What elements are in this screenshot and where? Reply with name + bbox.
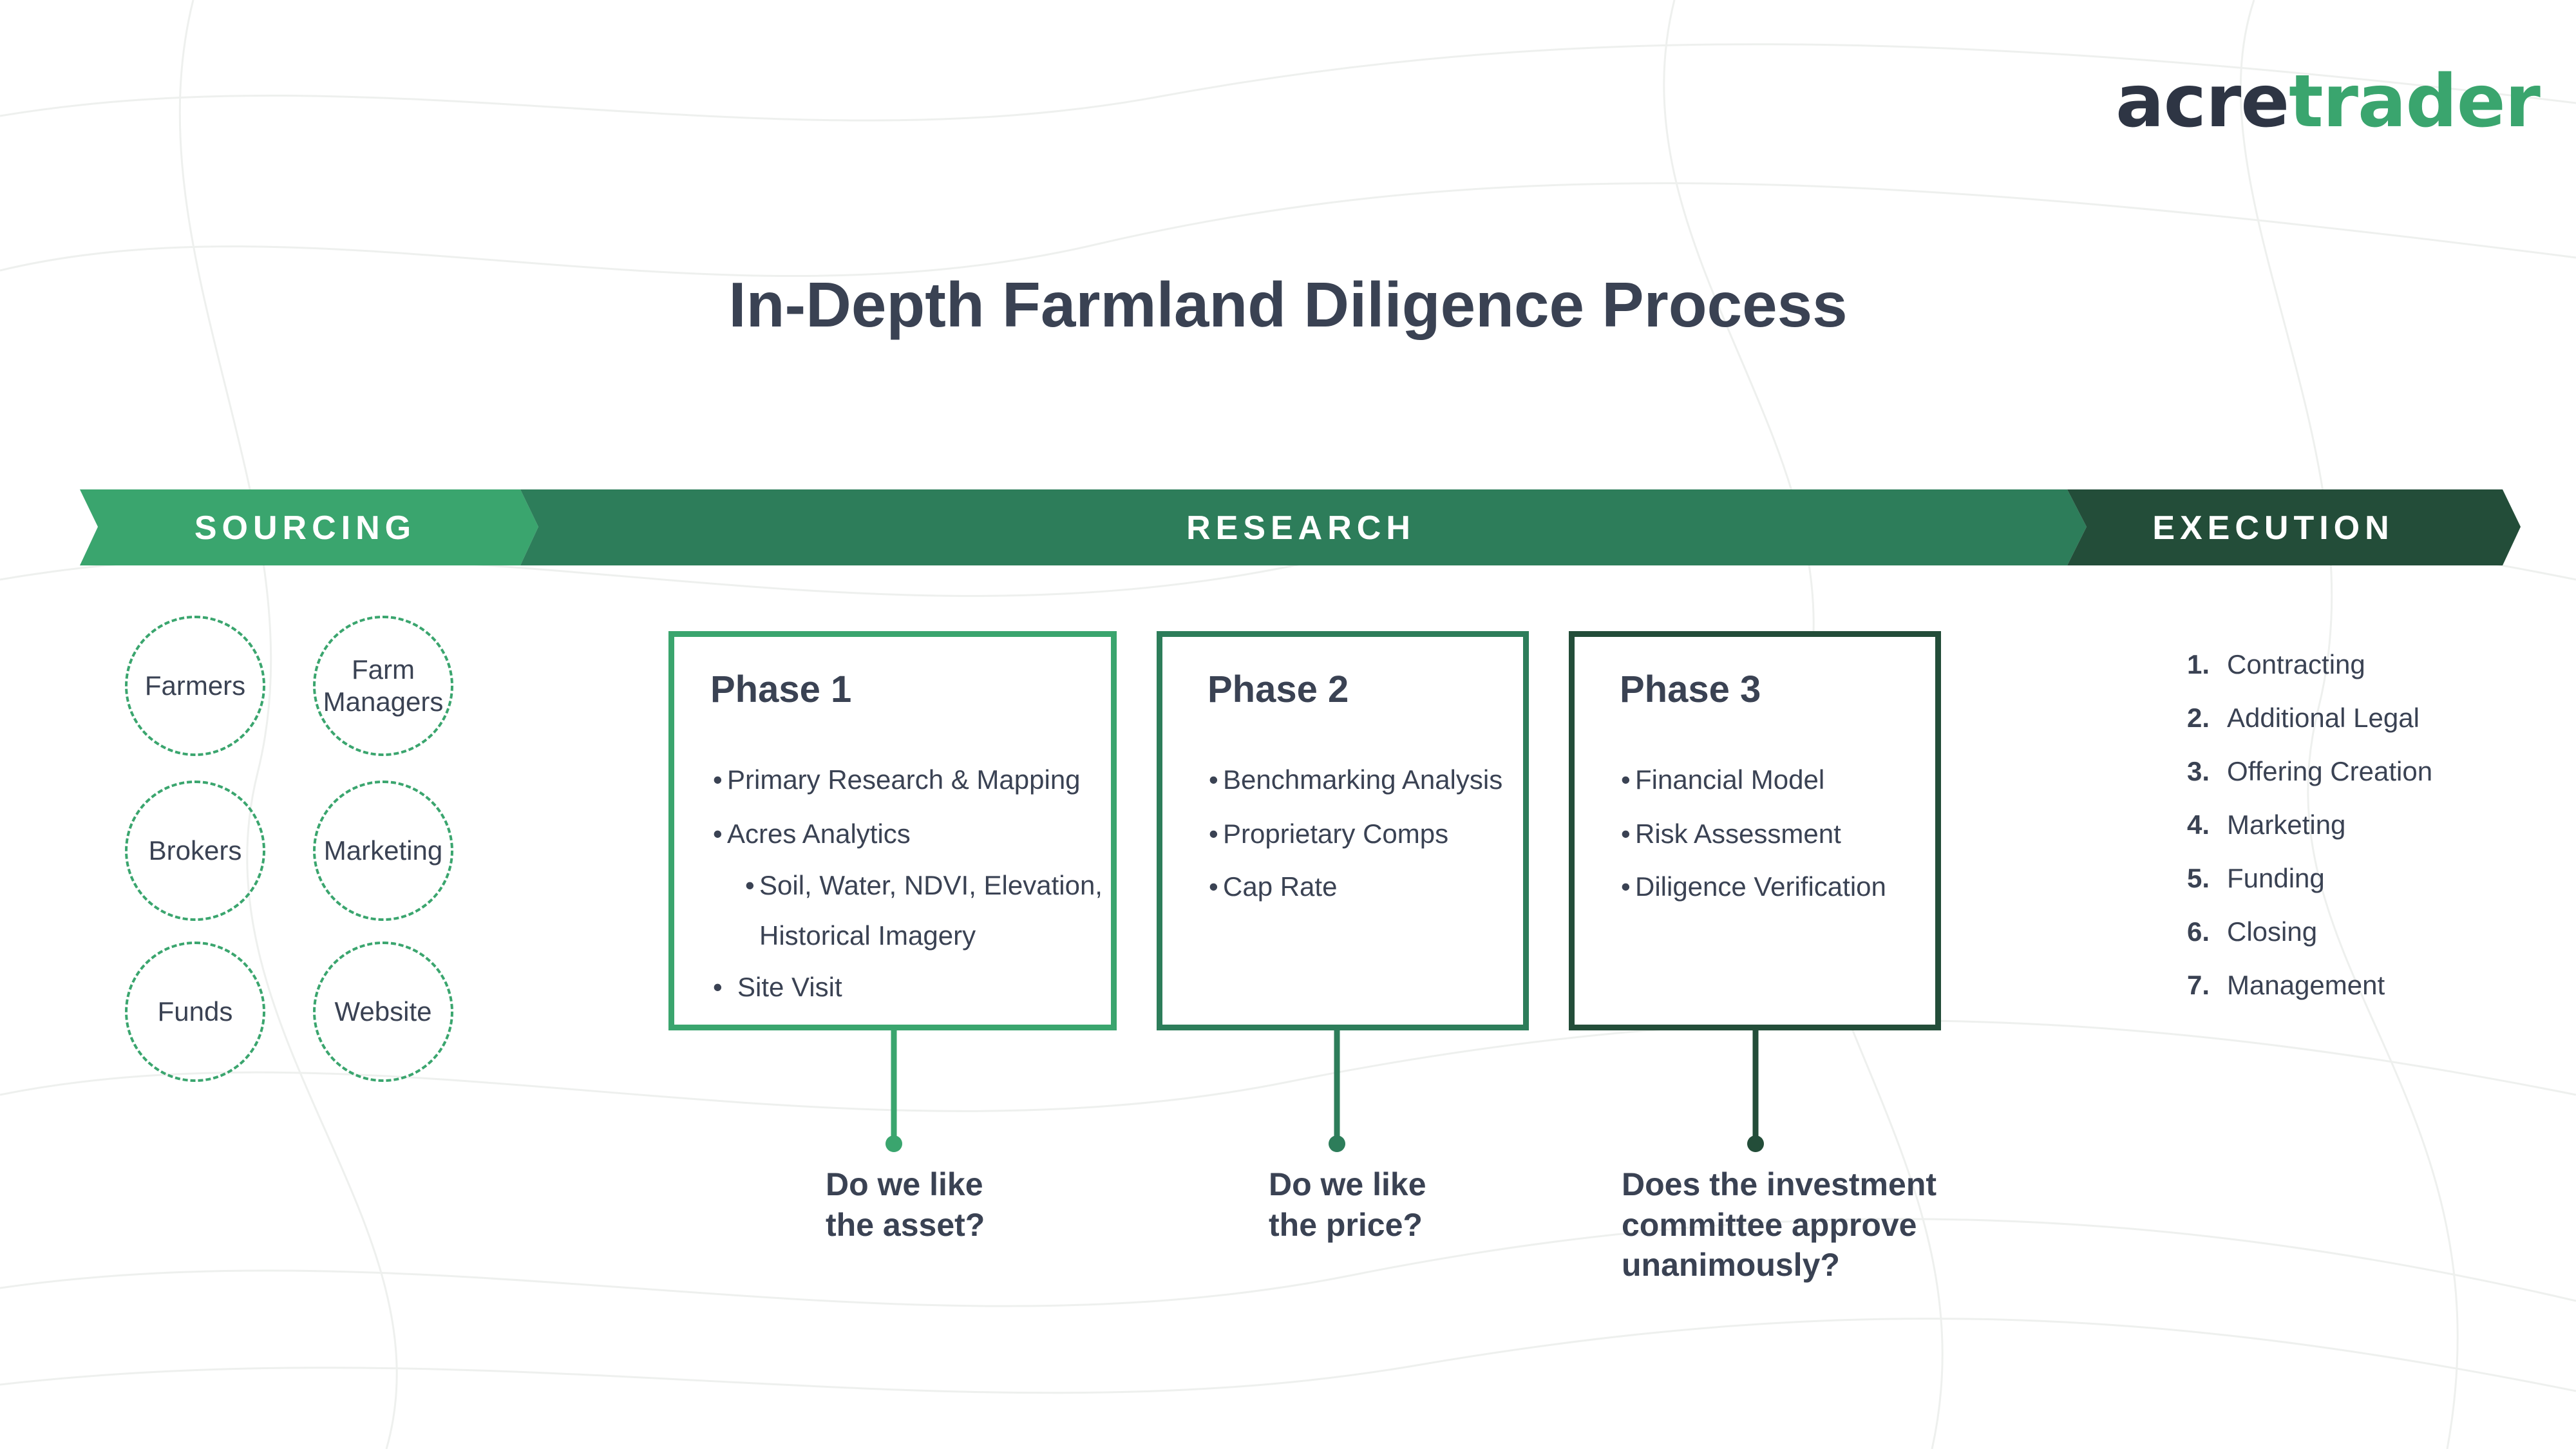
phase-1-title: Phase 1 (710, 668, 852, 710)
source-farm-managers: Farm Managers (313, 616, 453, 756)
execution-step: 6.Closing (2187, 916, 2318, 947)
source-marketing: Marketing (313, 781, 453, 921)
phase-3-title: Phase 3 (1620, 668, 1761, 710)
phase-2-question: Do we like the price? (1269, 1166, 1426, 1243)
phase-3-bullet: •Diligence Verification (1621, 871, 1886, 902)
phase-1-card: Phase 1 •Primary Research & Mapping •Acr… (668, 631, 1117, 1030)
execution-step: 4.Marketing (2187, 810, 2346, 840)
research-chevron (520, 489, 2087, 565)
phase-3-card: Phase 3 •Financial Model •Risk Assessmen… (1569, 631, 1941, 1030)
phase-1-question: Do we like the asset? (826, 1166, 985, 1243)
logo-part-trader: trader (2289, 60, 2541, 144)
phase-2-bullet: •Proprietary Comps (1209, 819, 1449, 849)
stage-sourcing-label: SOURCING (194, 509, 417, 547)
source-website: Website (313, 942, 453, 1082)
execution-step: 7.Management (2187, 970, 2385, 1000)
source-funds: Funds (125, 942, 265, 1082)
phase-1-bullet: •Site Visit (713, 972, 842, 1002)
execution-step: 3.Offering Creation (2187, 756, 2433, 786)
stage-execution-label: EXECUTION (2152, 509, 2394, 547)
phase-1-sub-bullet-cont: Historical Imagery (759, 920, 976, 951)
execution-chevron (2067, 489, 2521, 565)
phase-1-sub-bullet: •Soil, Water, NDVI, Elevation, (745, 870, 1103, 900)
phase-1-bullet: •Primary Research & Mapping (713, 764, 1081, 795)
page-title: In-Depth Farmland Diligence Process (728, 269, 1848, 340)
stage-research-label: RESEARCH (1186, 509, 1416, 547)
phase-1-bullet: •Acres Analytics (713, 819, 911, 849)
sourcing-chevron (80, 489, 538, 565)
execution-step: 2.Additional Legal (2187, 703, 2420, 733)
source-brokers: Brokers (125, 781, 265, 921)
execution-step: 1.Contracting (2187, 649, 2365, 679)
phase-2-bullet: •Benchmarking Analysis (1209, 764, 1503, 795)
phase-3-question: Does the investment committee approve un… (1622, 1166, 1937, 1283)
phase-2-card: Phase 2 •Benchmarking Analysis •Propriet… (1157, 631, 1529, 1030)
phase-2-bullet: •Cap Rate (1209, 871, 1338, 902)
phase-3-bullet: •Risk Assessment (1621, 819, 1841, 849)
phase-2-title: Phase 2 (1208, 668, 1349, 710)
phase-3-bullet: •Financial Model (1621, 764, 1825, 795)
acretrader-logo: acretrader (2116, 66, 2541, 138)
source-farmers: Farmers (125, 616, 265, 756)
execution-step: 5.Funding (2187, 863, 2325, 893)
logo-part-acre: acre (2116, 60, 2289, 144)
